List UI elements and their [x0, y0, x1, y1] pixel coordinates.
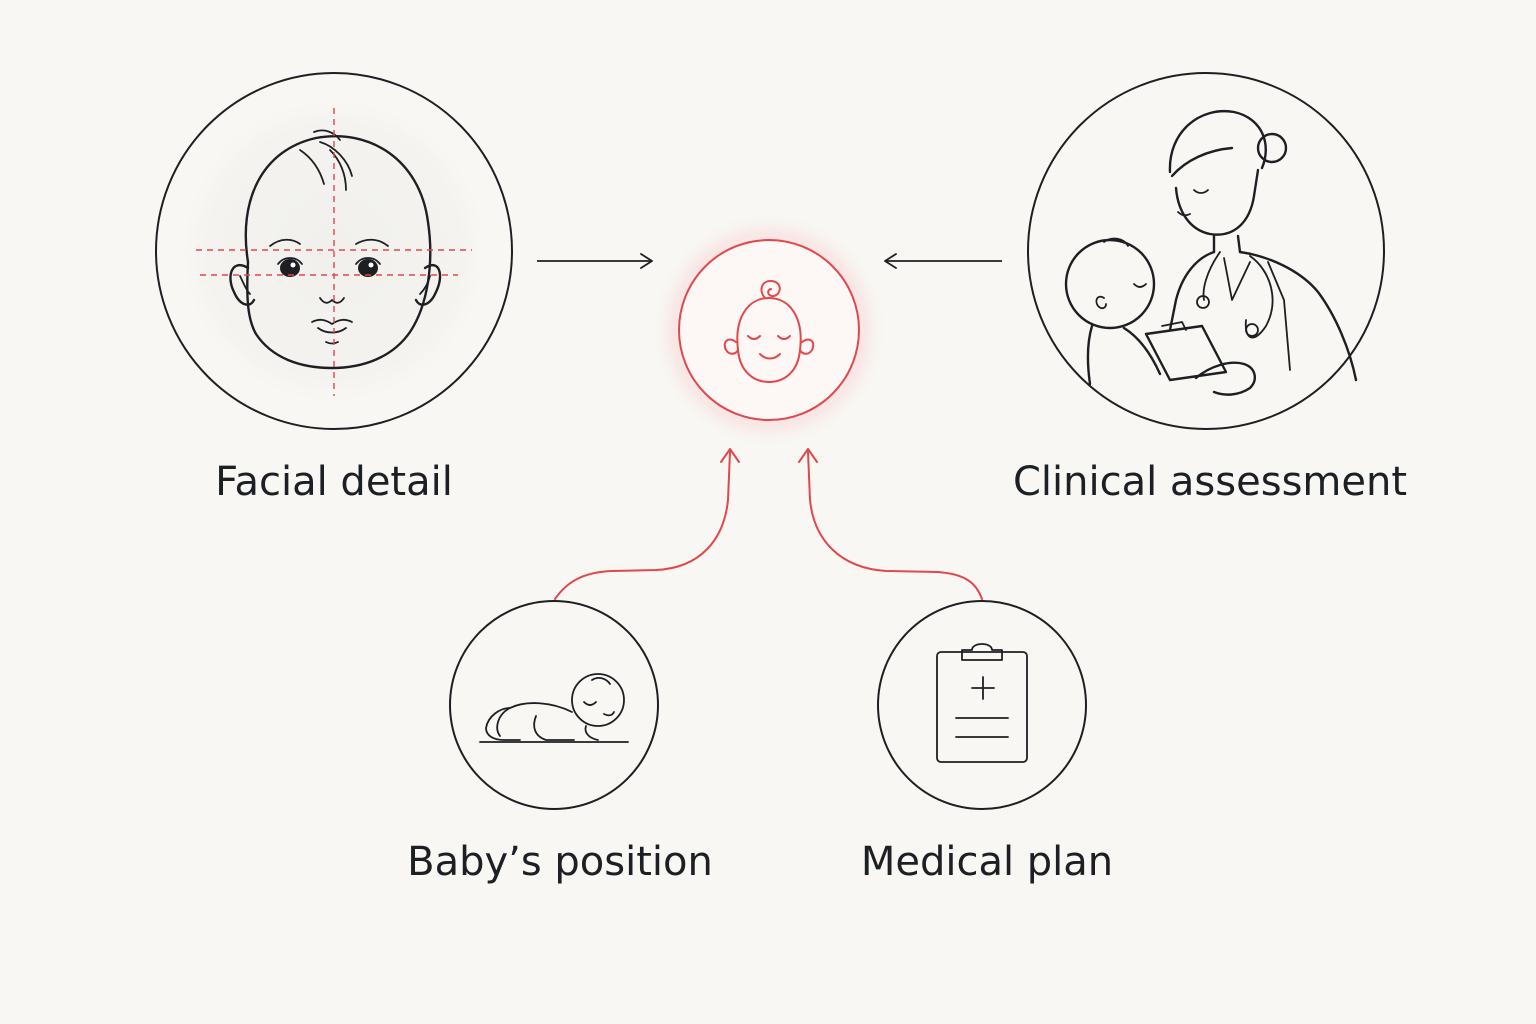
clinical-assessment-label: Clinical assessment: [1013, 459, 1407, 505]
facial-detail-label: Facial detail: [215, 459, 453, 505]
baby-head-icon: [723, 279, 815, 383]
medical-plan-label: Medical plan: [861, 839, 1113, 885]
clinical-assessment-circle: [1027, 72, 1385, 430]
connector-babys-position-to-center: [554, 448, 740, 600]
center-circle: [678, 239, 860, 421]
node-medical-plan: [877, 600, 1087, 810]
baby-crawling-icon: [479, 673, 629, 743]
node-facial-detail: [155, 72, 513, 430]
connector-clinical-assessment-to-center: [884, 253, 1002, 269]
baby-face-measurement-icon: [196, 108, 472, 396]
babys-position-label: Baby’s position: [407, 839, 713, 885]
node-babys-position: [449, 600, 659, 810]
node-clinical-assessment: [1027, 72, 1385, 430]
node-center: [651, 212, 887, 448]
connector-medical-plan-to-center: [798, 448, 983, 600]
medical-plan-circle: [877, 600, 1087, 810]
doctor-holding-baby-icon: [1064, 109, 1358, 396]
connector-facial-detail-to-center: [537, 253, 653, 269]
clipboard-plus-icon: [936, 643, 1028, 763]
